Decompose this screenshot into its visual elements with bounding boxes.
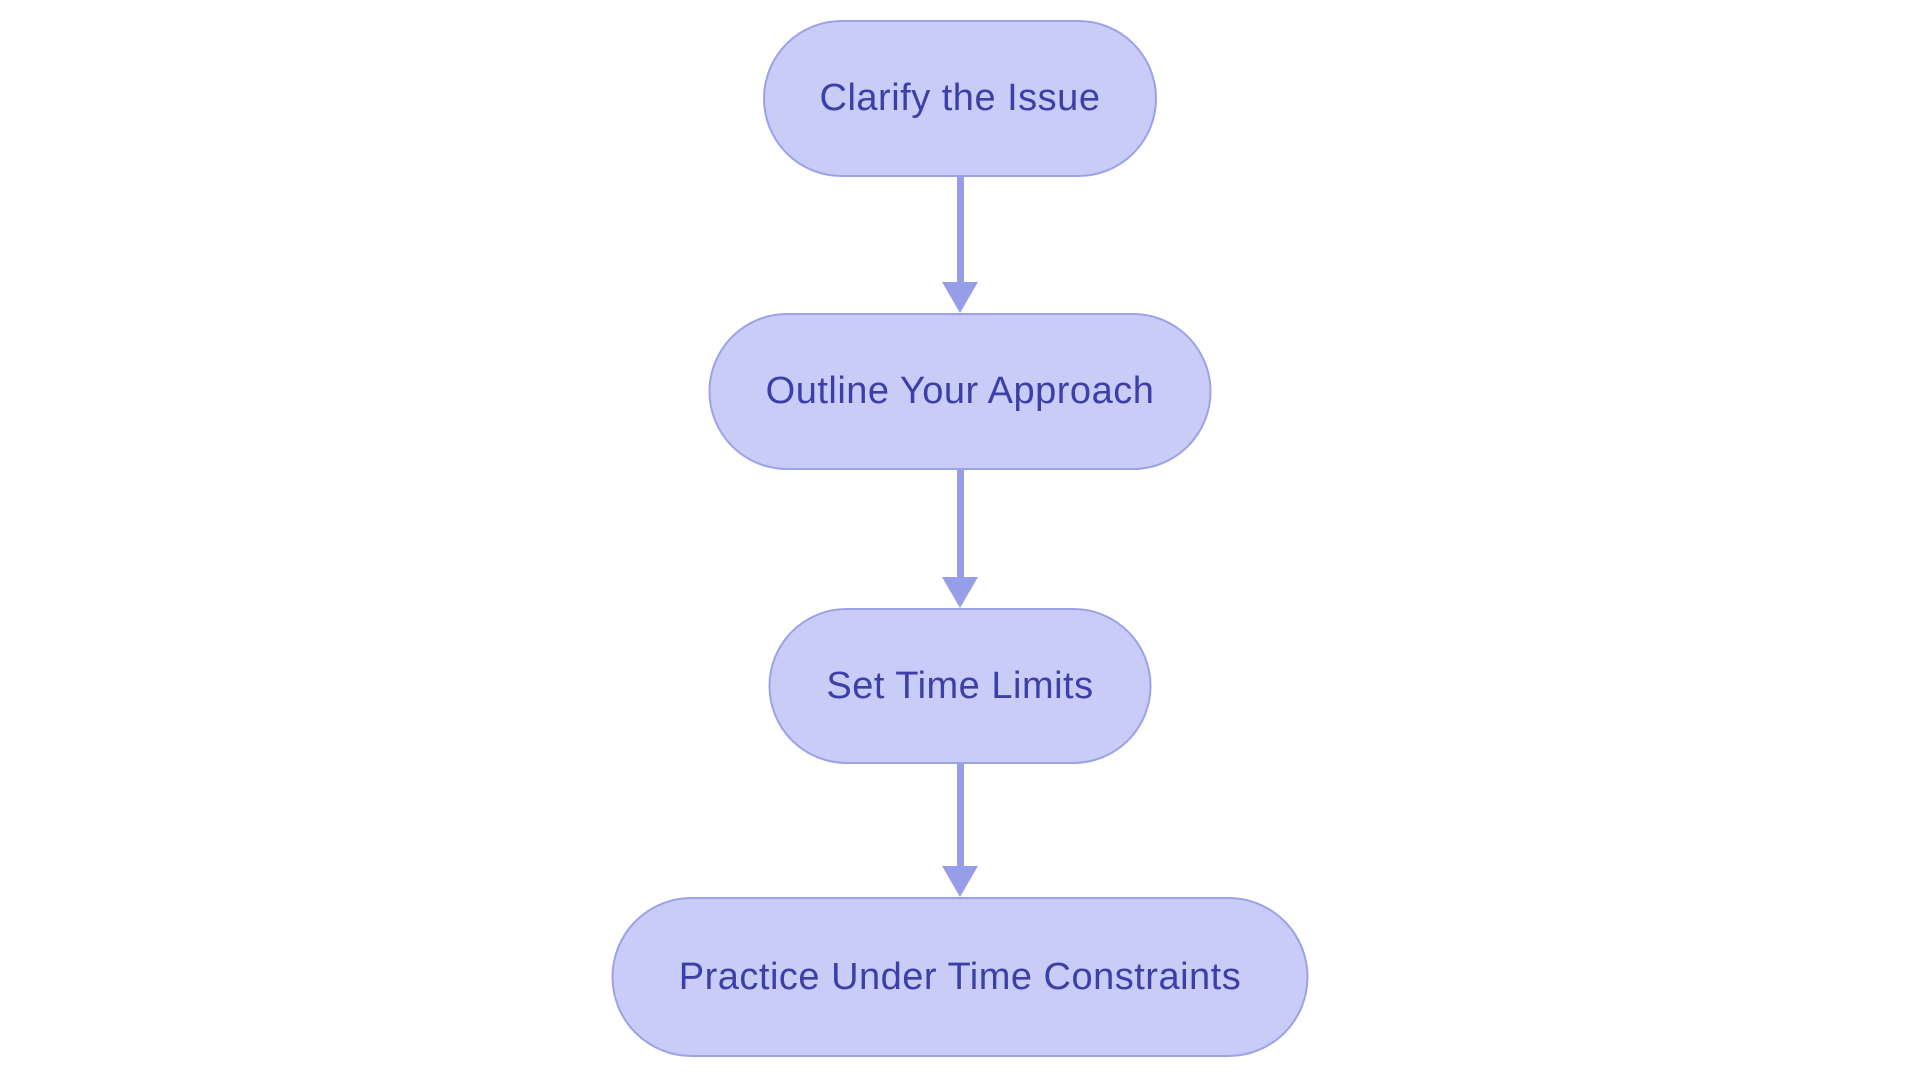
flow-node-set-time-limits-label: Set Time Limits xyxy=(826,664,1094,707)
flow-node-practice-under-constraints-label: Practice Under Time Constraints xyxy=(678,955,1242,998)
flow-node-practice-under-constraints: Practice Under Time Constraints xyxy=(611,897,1309,1057)
flow-node-clarify-issue: Clarify the Issue xyxy=(763,20,1157,177)
arrow-down-icon xyxy=(942,866,978,897)
flow-node-clarify-issue-label: Clarify the Issue xyxy=(819,77,1101,119)
arrow-down-icon xyxy=(942,282,978,313)
edge-arrow-1-line xyxy=(956,177,964,282)
edge-arrow-2 xyxy=(942,470,978,608)
edge-arrow-3-line xyxy=(956,764,964,866)
arrow-down-icon xyxy=(942,577,978,608)
edge-arrow-3 xyxy=(942,764,978,897)
flow-node-outline-approach-label: Outline Your Approach xyxy=(765,370,1155,412)
flow-node-outline-approach: Outline Your Approach xyxy=(708,313,1212,470)
edge-arrow-2-line xyxy=(956,470,964,577)
flow-node-set-time-limits: Set Time Limits xyxy=(768,608,1152,764)
edge-arrow-1 xyxy=(942,177,978,313)
